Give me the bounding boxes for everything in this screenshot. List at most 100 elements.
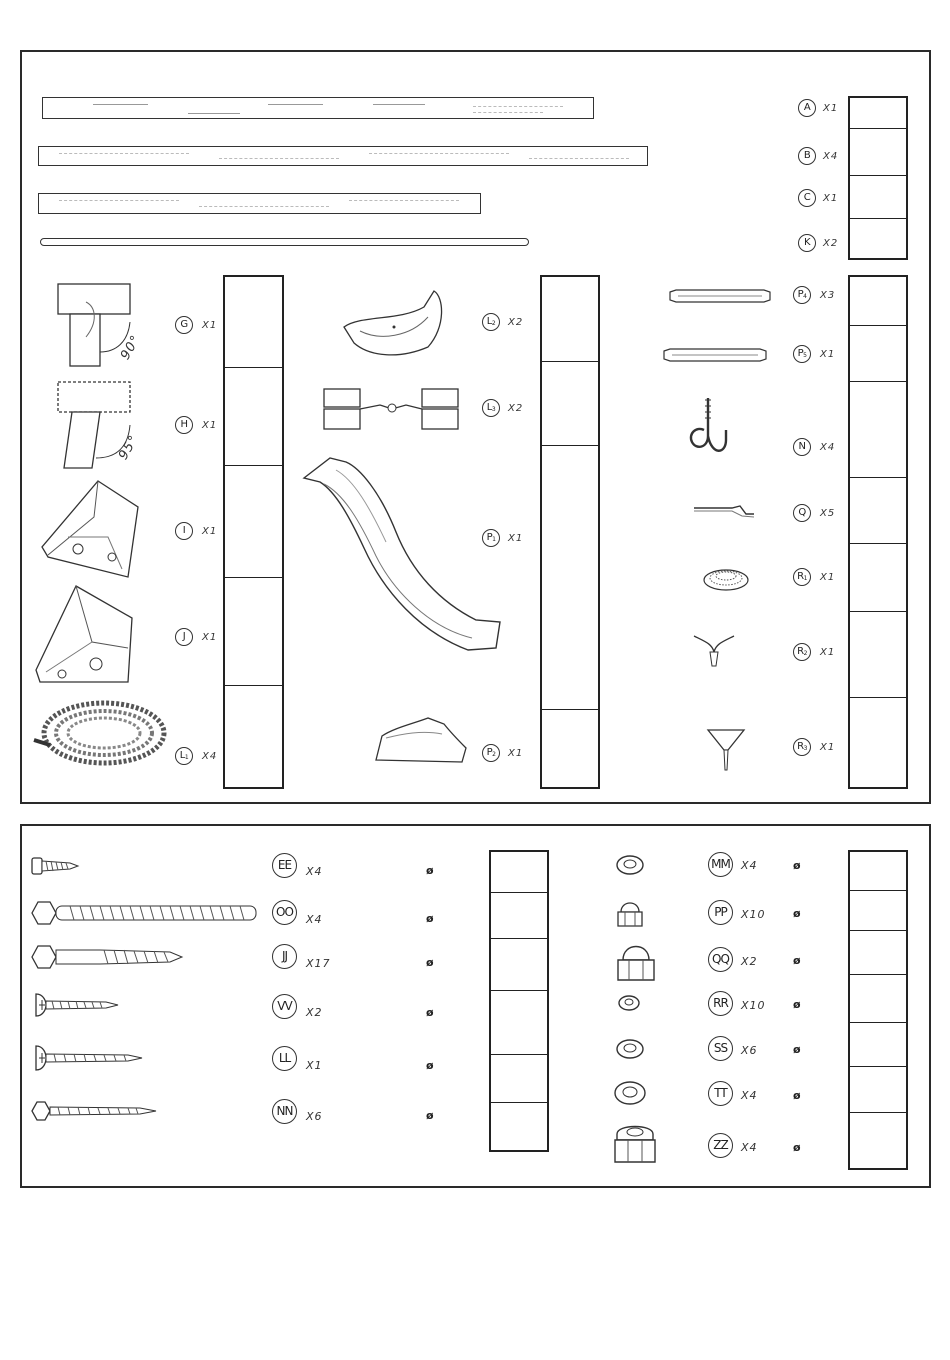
telescope-base-icon: [702, 562, 752, 594]
t-bracket-90-icon: [56, 282, 166, 372]
label-badge: PP: [708, 900, 733, 925]
label-badge: SS: [708, 1036, 733, 1061]
quantity-label: X6: [741, 1044, 758, 1057]
quantity-label: X1: [820, 742, 835, 753]
label-badge: Q: [793, 504, 811, 522]
hex-screw-icon: [30, 1100, 160, 1122]
quantity-label: X4: [823, 151, 838, 162]
swing-hanger-icon: [322, 387, 467, 437]
diameter-symbol: ø: [793, 998, 801, 1011]
label-badge: RR: [708, 991, 733, 1016]
checklist-table-lumber: [848, 96, 908, 260]
lag-screw-icon: [30, 944, 186, 970]
washer-medium-icon: [615, 1038, 645, 1060]
pan-head-screw-long-icon: [30, 1044, 146, 1072]
small-washer-icon: [617, 994, 641, 1012]
washer-large-icon: [613, 1080, 647, 1106]
label-badge: P5: [793, 345, 811, 363]
quantity-label: X6: [306, 1110, 323, 1123]
quantity-label: X1: [820, 349, 835, 360]
diameter-symbol: ø: [426, 1006, 434, 1019]
corner-bracket-right-icon: [38, 477, 143, 587]
label-badge: NN: [272, 1099, 297, 1124]
label-badge: LL: [272, 1046, 297, 1071]
quantity-label: X4: [306, 865, 323, 878]
label-badge: OO: [272, 900, 297, 925]
quantity-label: X2: [823, 238, 838, 249]
quantity-label: X1: [306, 1059, 323, 1072]
diameter-symbol: ø: [793, 1089, 801, 1102]
quantity-label: X1: [823, 193, 838, 204]
label-badge: JJ: [272, 944, 297, 969]
quantity-label: X1: [823, 103, 838, 114]
checklist-table-screws: [489, 850, 549, 1152]
lock-nut-icon: [613, 1122, 657, 1168]
lumber-a: [42, 97, 594, 119]
pan-head-screw-icon: [30, 992, 120, 1018]
cap-nut-large-icon: [615, 940, 657, 984]
label-badge: I: [175, 522, 193, 540]
swing-hook-icon: [686, 396, 732, 468]
quantity-label: X17: [306, 957, 331, 970]
label-badge: B: [798, 147, 816, 165]
corner-bracket-left-icon: [32, 582, 142, 692]
label-badge: R2: [793, 643, 811, 661]
diameter-symbol: ø: [426, 912, 434, 925]
funnel-icon: [706, 726, 746, 774]
strap-bracket-icon: [692, 504, 758, 518]
washer-icon: [615, 854, 645, 876]
quantity-label: X1: [820, 572, 835, 583]
cap-nut-icon: [615, 898, 645, 930]
rope-coil-icon: [32, 695, 172, 775]
quantity-label: X10: [741, 999, 766, 1012]
quantity-label: X1: [202, 526, 217, 537]
quantity-label: X4: [306, 913, 323, 926]
flat-bracket-icon: [668, 288, 772, 304]
diameter-symbol: ø: [426, 864, 434, 877]
diameter-symbol: ø: [426, 956, 434, 969]
wood-screw-short-icon: [30, 856, 80, 876]
checklist-table-right: [848, 275, 908, 789]
quantity-label: X10: [741, 908, 766, 921]
checklist-table-left: [223, 275, 284, 789]
quantity-label: X2: [306, 1006, 323, 1019]
label-badge: N: [793, 438, 811, 456]
checklist-table-nuts: [848, 850, 908, 1170]
quantity-label: X1: [202, 320, 217, 331]
checklist-table-middle: [540, 275, 600, 789]
label-badge: C: [798, 189, 816, 207]
quantity-label: X4: [741, 859, 758, 872]
label-badge: TT: [708, 1081, 733, 1106]
label-badge: G: [175, 316, 193, 334]
lumber-c: [38, 193, 481, 214]
label-badge: P2: [482, 744, 500, 762]
label-badge: MM: [708, 852, 733, 877]
quantity-label: X4: [202, 751, 217, 762]
label-badge: H: [175, 416, 193, 434]
quantity-label: X2: [508, 317, 523, 328]
flat-bracket-long-icon: [662, 347, 768, 363]
label-badge: P4: [793, 286, 811, 304]
label-badge: P1: [482, 529, 500, 547]
diameter-symbol: ø: [793, 954, 801, 967]
swing-seat-icon: [340, 287, 450, 357]
quantity-label: X1: [508, 748, 523, 759]
parts-panel-bottom: EE X4 ø OO X4 ø JJ X17 ø VV X2 ø LL X1 ø…: [20, 824, 931, 1188]
quantity-label: X5: [820, 508, 835, 519]
label-badge: R1: [793, 568, 811, 586]
quantity-label: X2: [508, 403, 523, 414]
diameter-symbol: ø: [793, 1043, 801, 1056]
label-badge: R3: [793, 738, 811, 756]
label-badge: A: [798, 99, 816, 117]
quantity-label: X2: [741, 955, 758, 968]
label-badge: ZZ: [708, 1133, 733, 1158]
diameter-symbol: ø: [426, 1109, 434, 1122]
quantity-label: X3: [820, 290, 835, 301]
quantity-label: X4: [741, 1141, 758, 1154]
label-badge: K: [798, 234, 816, 252]
telescope-cone-icon: [692, 632, 736, 672]
label-badge: EE: [272, 853, 297, 878]
label-badge: VV: [272, 994, 297, 1019]
pole-k: [40, 238, 529, 246]
parts-panel-top: A X1 B X4 C X1 K X2 G X1 90° H X1 95° I …: [20, 50, 931, 804]
